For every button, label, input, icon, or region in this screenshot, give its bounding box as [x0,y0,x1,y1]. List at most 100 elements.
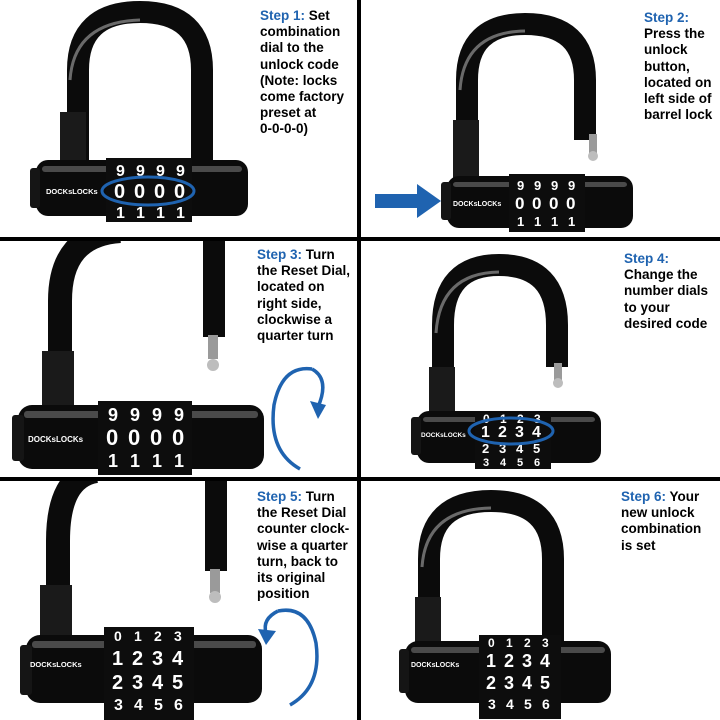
svg-text:DOCKsLOCKs: DOCKsLOCKs [453,201,501,208]
code-highlight-ellipse [467,416,555,446]
svg-text:1: 1 [152,451,162,471]
svg-text:3: 3 [152,648,163,670]
step-5-text: Turn the Reset Dial counter clock- wise … [257,489,350,602]
dial-row-bottom: 2 3 4 5 [482,441,540,456]
svg-text:0: 0 [172,425,184,450]
svg-text:4: 4 [172,648,184,670]
svg-text:4: 4 [500,457,507,469]
svg-text:0: 0 [134,181,145,203]
dial-row-bottom: 1 1 1 1 [108,451,184,471]
svg-text:9: 9 [116,163,125,180]
dial-row-extra: 3 4 5 6 [114,697,183,714]
svg-text:DOCKsLOCKs: DOCKsLOCKs [421,432,466,439]
brand-logo: DOCKsLOCKs [46,187,98,196]
svg-text:3: 3 [504,673,514,693]
dial-row-middle: 1 2 3 4 [112,648,184,670]
padlock-image: DOCKsLOCKs 9 9 9 9 0 0 0 0 1 1 1 1 [375,12,633,232]
svg-text:1: 1 [174,451,184,471]
step-3-panel: DOCKsLOCKs 9 9 9 9 0 0 0 0 1 1 1 1 [0,241,357,477]
svg-text:DOCKsLOCKs: DOCKsLOCKs [28,435,84,444]
svg-text:9: 9 [568,178,575,193]
step-2-text: Press the unlock button, located on left… [644,26,713,123]
svg-text:2: 2 [504,651,514,671]
horizontal-divider-top [0,237,720,241]
vertical-divider [357,0,361,720]
svg-text:0: 0 [532,194,541,213]
step-4-text: Change the number dials to your desired … [624,267,709,331]
svg-text:9: 9 [517,178,524,193]
svg-text:9: 9 [174,405,184,425]
svg-text:1: 1 [112,648,123,670]
dial-row-top: 9 9 9 9 [108,405,184,425]
step-1-caption: Step 1: Set combination dial to the unlo… [260,8,356,138]
svg-text:4: 4 [506,696,514,712]
svg-text:1: 1 [506,636,513,650]
step-6-caption: Step 6: Your new unlock combination is s… [621,489,719,554]
svg-text:0: 0 [549,194,558,213]
dial-row-top: 9 9 9 9 [517,178,575,193]
svg-text:1: 1 [156,205,165,222]
step-3-text: Turn the Reset Dial, located on right si… [257,247,351,344]
svg-text:0: 0 [114,628,122,644]
svg-text:5: 5 [524,696,532,712]
rotate-clockwise-icon [271,366,326,471]
step-3-caption: Step 3: Turn the Reset Dial, located on … [257,247,357,344]
arrow-right-icon [375,184,441,218]
svg-text:0: 0 [106,425,118,450]
svg-text:1: 1 [108,451,118,471]
svg-text:3: 3 [499,441,506,456]
svg-text:0: 0 [114,181,125,203]
svg-text:9: 9 [152,405,162,425]
dial-row-middle: 1 2 3 4 [486,651,550,671]
dial-row-extra: 3 4 5 6 [488,696,550,712]
svg-text:9: 9 [176,163,185,180]
dial-row-bottom: 2 3 4 5 [112,672,183,694]
svg-text:2: 2 [112,672,123,694]
svg-text:4: 4 [522,673,532,693]
svg-text:4: 4 [540,651,550,671]
svg-text:0: 0 [174,181,185,203]
svg-text:2: 2 [524,636,531,650]
padlock-image: DOCKsLOCKs 0 1 2 3 1 2 3 4 2 3 4 5 3 [20,481,319,720]
svg-text:1: 1 [534,214,541,229]
step-6-number: Step 6: [621,489,667,504]
padlock-image: DOCKsLOCKs 9 9 9 9 0 0 0 0 1 1 1 1 [30,0,248,222]
svg-text:5: 5 [154,697,163,714]
padlock-image: DOCKsLOCKs 0 1 2 3 1 2 3 4 2 3 4 5 3 [399,489,611,719]
svg-text:9: 9 [551,178,558,193]
svg-text:6: 6 [534,457,540,469]
svg-text:0: 0 [128,425,140,450]
svg-text:1: 1 [486,651,496,671]
svg-text:6: 6 [542,696,550,712]
svg-text:DOCKsLOCKs: DOCKsLOCKs [30,660,82,669]
svg-text:3: 3 [174,628,182,644]
svg-text:9: 9 [136,163,145,180]
svg-text:1: 1 [176,205,185,222]
svg-text:3: 3 [483,457,489,469]
step-2-caption: Step 2: Press the unlock button, located… [644,10,720,123]
dial-row-bottom: 2 3 4 5 [486,673,550,693]
dial-row-top: 9 9 9 9 [116,163,185,180]
rotate-counterclockwise-icon [258,608,319,707]
svg-text:2: 2 [154,628,162,644]
svg-text:1: 1 [568,214,575,229]
step-2-panel: DOCKsLOCKs 9 9 9 9 0 0 0 0 1 1 1 1 Step [361,0,720,237]
svg-text:3: 3 [522,651,532,671]
svg-text:4: 4 [532,424,541,441]
svg-text:9: 9 [156,163,165,180]
svg-text:9: 9 [534,178,541,193]
svg-text:DOCKsLOCKs: DOCKsLOCKs [411,662,459,669]
svg-text:2: 2 [498,424,507,441]
step-5-caption: Step 5: Turn the Reset Dial counter cloc… [257,489,357,602]
svg-text:0: 0 [515,194,524,213]
svg-text:3: 3 [542,636,549,650]
dial-row-bottom: 1 1 1 1 [517,214,575,229]
step-6-panel: DOCKsLOCKs 0 1 2 3 1 2 3 4 2 3 4 5 3 [361,481,720,720]
svg-text:3: 3 [132,672,143,694]
dial-row-extra: 3 4 5 6 [483,457,540,469]
svg-text:1: 1 [481,424,490,441]
padlock-image: DOCKsLOCKs 9 9 9 9 0 0 0 0 1 1 1 1 [12,241,326,475]
step-1-panel: DOCKsLOCKs 9 9 9 9 0 0 0 0 1 1 1 1 [0,0,357,237]
svg-text:1: 1 [134,628,142,644]
